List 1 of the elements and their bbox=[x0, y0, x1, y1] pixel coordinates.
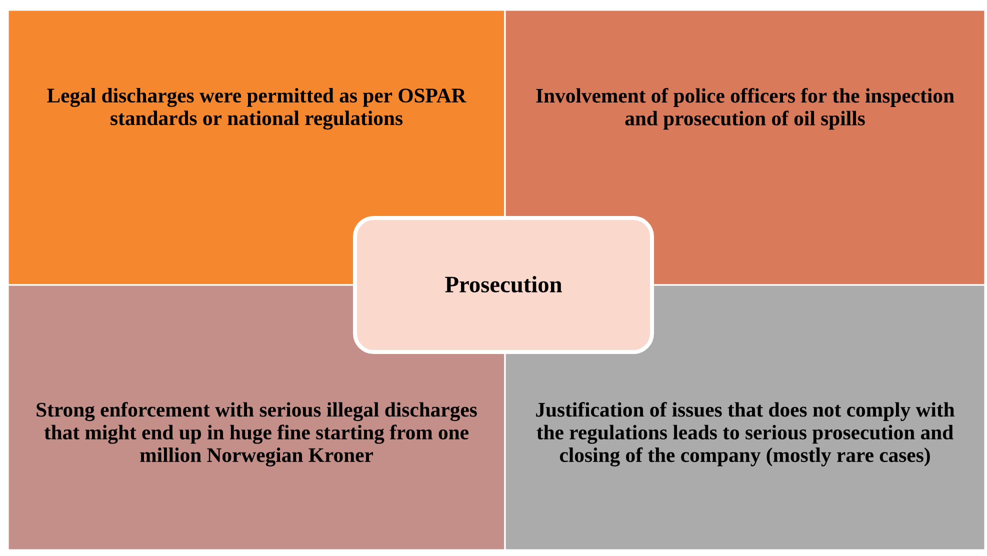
center-box: Prosecution bbox=[353, 216, 654, 354]
